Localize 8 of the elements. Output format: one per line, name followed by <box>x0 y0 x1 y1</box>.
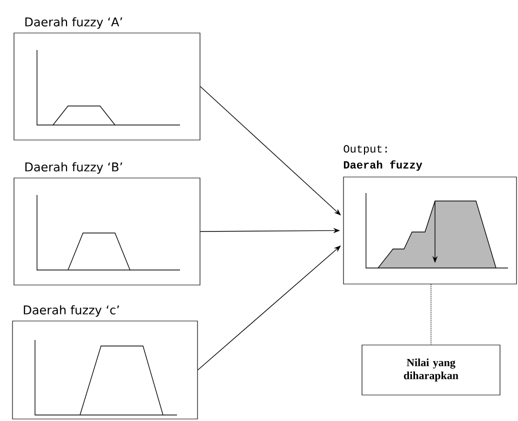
result-box: Nilai yang diharapkan <box>362 344 500 396</box>
panel-title: Daerah fuzzy ‘A’ <box>25 17 122 29</box>
panel-title: Output: <box>344 145 387 155</box>
arrow <box>200 86 341 216</box>
panel-title: Daerah fuzzy ‘c’ <box>24 305 119 317</box>
leader-line <box>430 284 432 346</box>
panel-title: Daerah fuzzy ‘B’ <box>25 162 122 174</box>
panel-title: Daerah fuzzy <box>344 160 422 171</box>
